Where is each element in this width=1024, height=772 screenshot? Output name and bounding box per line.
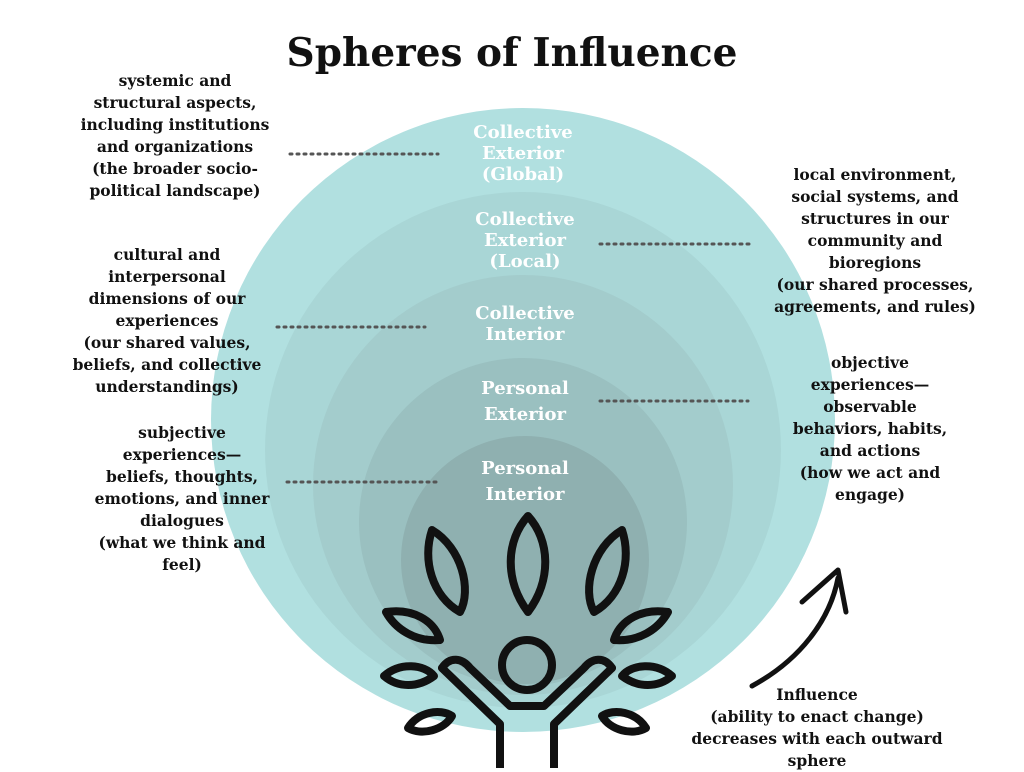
note-personal-exterior: objective experiences— observable behavi…: [792, 353, 948, 504]
note-collective-interior: cultural and interpersonal dimensions of…: [72, 245, 262, 396]
sphere-label-personal-interior: Personal Interior: [481, 458, 569, 505]
person-tree-icon: [380, 512, 676, 768]
connector-lines: [275, 152, 752, 484]
note-influence: Influence (ability to enact change) decr…: [691, 685, 943, 770]
sphere-label-global: Collective Exterior (Global): [473, 122, 573, 185]
sphere-label-collective-interior: Collective Interior: [475, 303, 575, 345]
note-personal-interior: subjective experiences— beliefs, thought…: [94, 423, 270, 574]
note-local: local environment, social systems, and s…: [774, 165, 976, 316]
sphere-label-personal-exterior: Personal Exterior: [481, 378, 569, 425]
sphere-personal-interior: [401, 436, 649, 684]
sphere-label-local: Collective Exterior (Local): [475, 209, 575, 272]
curved-arrow-icon: [749, 567, 849, 689]
note-global: systemic and structural aspects, includi…: [80, 71, 270, 200]
page-title: Spheres of Influence: [286, 30, 738, 76]
